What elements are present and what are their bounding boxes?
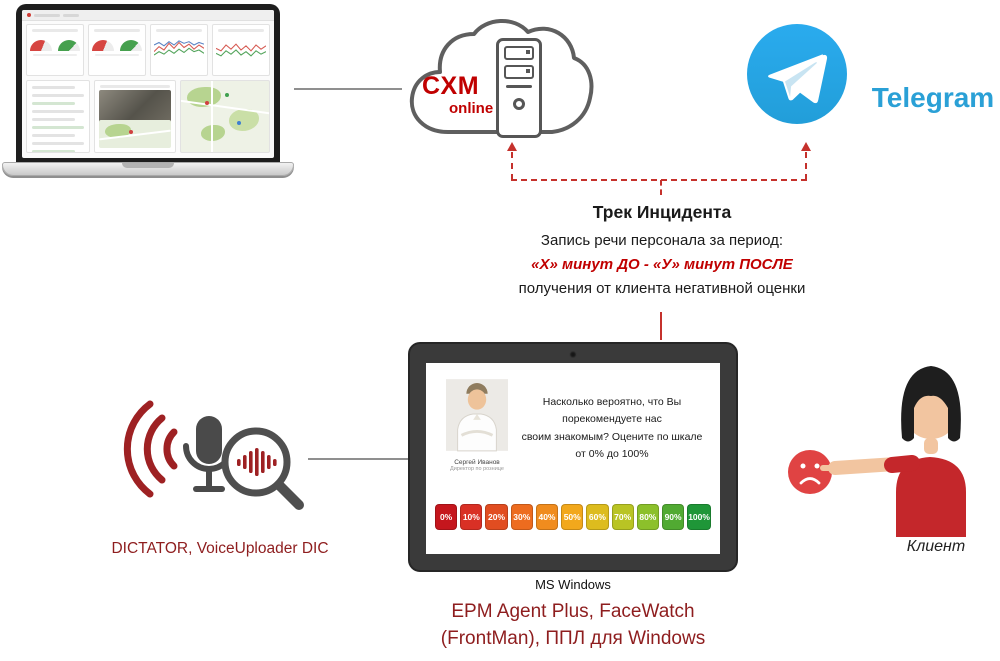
dashboard-panel-gauges-1 [26, 24, 84, 76]
nps-button-40%[interactable]: 40% [535, 504, 559, 530]
nps-button-50%[interactable]: 50% [561, 504, 584, 530]
incident-line-2: «Х» минут ДО - «У» минут ПОСЛЕ [531, 256, 793, 273]
connector-voice-tablet [308, 458, 408, 460]
logo-dot-icon [27, 13, 31, 17]
nps-button-80%[interactable]: 80% [636, 504, 659, 530]
connector-dashed-horizontal [511, 179, 807, 181]
dashboard-top-row [26, 24, 270, 76]
nps-button-100%[interactable]: 100% [687, 504, 711, 530]
connector-note-tablet [660, 312, 662, 340]
cxm-logo: CXM [422, 72, 480, 100]
dashboard-panel-camera [94, 80, 176, 153]
nps-button-10%[interactable]: 10% [460, 504, 483, 530]
arrow-up-to-cloud-icon [507, 142, 517, 151]
incident-line-3: получения от клиента негативной оценки [518, 280, 806, 297]
client-figure [788, 366, 966, 537]
voice-software-label: DICTATOR, VoiceUploader DIC [111, 540, 329, 557]
dashboard-panel-gauges-2 [88, 24, 146, 76]
mini-map [99, 120, 171, 148]
connector-dashed-cloud [511, 152, 513, 180]
laptop-bezel [16, 4, 280, 164]
server-icon [496, 38, 542, 138]
connector-dashed-note [660, 180, 662, 195]
dashboard-panel-chart-2 [212, 24, 270, 76]
incident-track-note: Трек Инцидента Запись речи персонала за … [478, 202, 846, 297]
nps-button-0%[interactable]: 0% [435, 504, 458, 530]
nps-button-30%[interactable]: 30% [510, 504, 533, 530]
voice-recognition-icon [123, 400, 304, 510]
tablet-camera-icon [569, 351, 577, 358]
nps-button-90%[interactable]: 90% [661, 504, 685, 530]
client-label: Клиент [906, 538, 966, 555]
line-chart [154, 40, 204, 56]
laptop-screen [22, 10, 274, 158]
negative-rating-button-icon [788, 450, 832, 494]
magnifier-waveform-icon [221, 427, 304, 510]
survey-question: Насколько вероятно, что Вы порекомендует… [521, 396, 703, 460]
incident-title: Трек Инцидента [592, 202, 732, 222]
gauge-red [92, 40, 114, 51]
dashboard-panel-chart-1 [150, 24, 208, 76]
incident-line-1: Запись речи персонала за период: [540, 232, 784, 249]
laptop-base [2, 162, 294, 176]
tablet-software-label: EPM Agent Plus, FaceWatch (FrontMan), ПП… [440, 601, 706, 649]
dashboard-panel-list [26, 80, 90, 153]
gauge-green [120, 40, 142, 51]
microphone-icon [183, 416, 235, 492]
cxm-online-label: online [449, 100, 494, 117]
tablet-screen: Сергей Иванов Директор по рознице Наскол… [426, 363, 720, 554]
os-label: MS Windows [535, 577, 611, 592]
line-chart [216, 43, 266, 57]
employee-photo-block: Сергей Иванов Директор по рознице [446, 378, 508, 472]
nps-button-60%[interactable]: 60% [586, 504, 609, 530]
nps-scale: 0%10%20%30%40%50%60%70%80%90%100% [435, 504, 711, 530]
nps-button-20%[interactable]: 20% [485, 504, 508, 530]
nps-button-70%[interactable]: 70% [611, 504, 634, 530]
employee-photo [446, 379, 508, 452]
telegram-label: Telegram [871, 82, 995, 113]
sound-waves-icon [123, 400, 178, 498]
dashboard-header [22, 10, 274, 21]
client-person-icon [820, 366, 966, 537]
gauge-red [30, 40, 52, 51]
laptop-dashboard [2, 4, 294, 184]
employee-name: Сергей Иванов [454, 459, 500, 466]
connector-laptop-cloud [294, 88, 402, 90]
dashboard-panel-map [180, 80, 270, 153]
connector-dashed-telegram [805, 152, 807, 180]
arrow-up-to-telegram-icon [801, 142, 811, 151]
telegram-icon [747, 24, 847, 124]
tablet-survey: Сергей Иванов Директор по рознице Наскол… [408, 342, 738, 572]
dashboard-bottom-row [26, 80, 270, 153]
employee-role: Директор по рознице [450, 466, 504, 472]
gauge-green [58, 40, 80, 51]
